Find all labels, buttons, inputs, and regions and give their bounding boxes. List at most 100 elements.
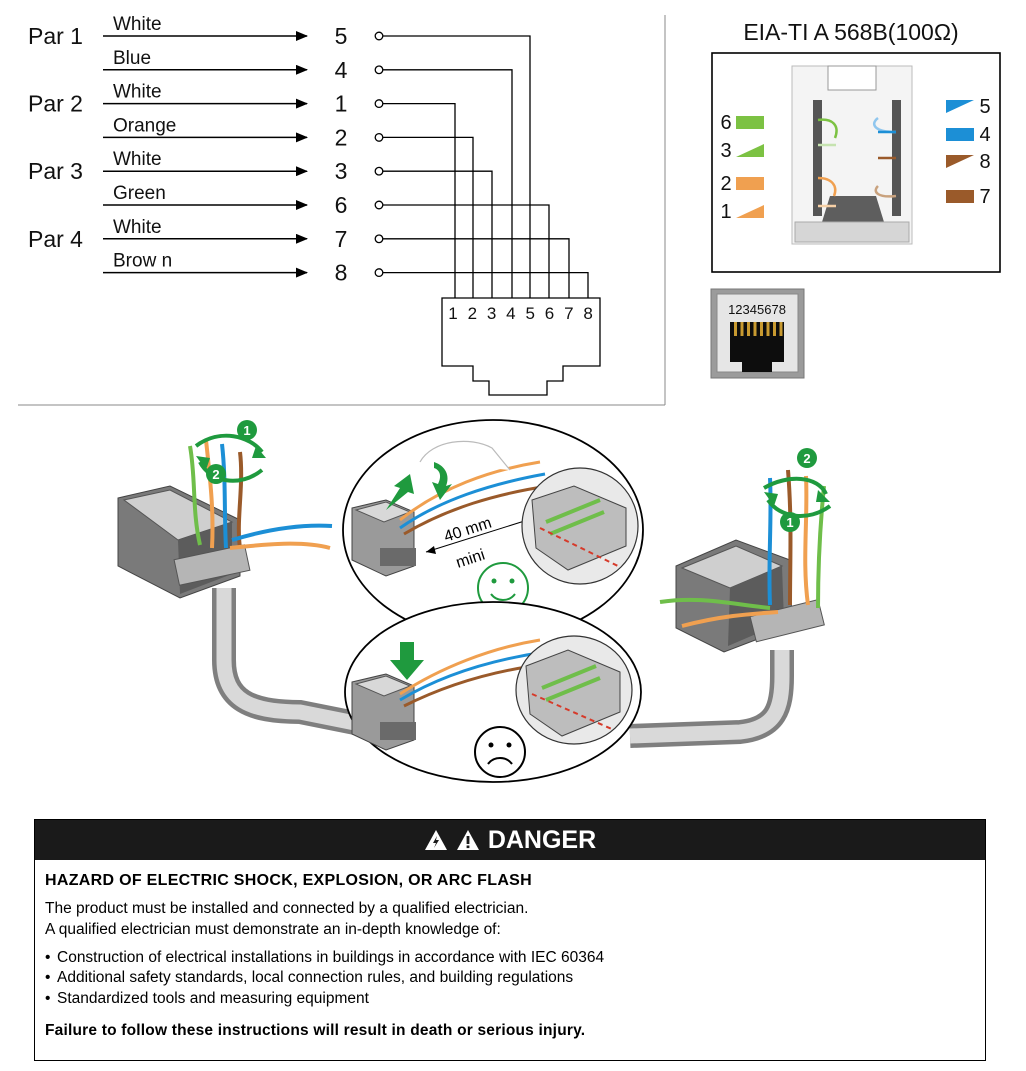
wire-color-label: White <box>113 14 162 35</box>
solid-wire-swatch <box>736 177 764 190</box>
plug-pin-number: 4 <box>506 304 515 323</box>
terminal-circle <box>374 99 384 109</box>
electric-hazard-icon <box>424 830 447 850</box>
plug-pin-number: 3 <box>487 304 496 323</box>
twist-arrows-left <box>194 433 266 483</box>
svg-text:1: 1 <box>786 515 793 530</box>
cable <box>212 588 794 748</box>
frown-face-icon <box>474 726 526 778</box>
jack-contact <box>760 322 763 336</box>
knowledge-list: Construction of electrical installations… <box>45 948 975 1010</box>
wire-route-line <box>383 170 493 298</box>
wire-color-label: Brow n <box>113 251 172 272</box>
svg-text:2: 2 <box>212 467 219 482</box>
svg-text:2: 2 <box>803 451 810 466</box>
striped-wire-swatch <box>946 100 974 113</box>
keystone-module-right <box>659 469 826 653</box>
standard-pin-number: 5 <box>979 96 990 118</box>
standard-title: EIA-TI A 568B(100Ω) <box>743 19 958 45</box>
wire-pin-number: 7 <box>335 226 348 252</box>
list-item: Construction of electrical installations… <box>45 948 975 969</box>
terminal-circle <box>374 268 384 278</box>
plug-pin-number: 5 <box>525 304 534 323</box>
step-badge-2-right: 2 <box>797 448 817 468</box>
jack-contact <box>753 322 757 336</box>
svg-text:1: 1 <box>243 423 250 438</box>
terminal-circle <box>374 65 384 75</box>
terminal-circle <box>374 234 384 244</box>
terminal-circle <box>374 132 384 142</box>
striped-wire-swatch <box>736 205 764 218</box>
twist-arrows-right <box>762 476 832 519</box>
striped-wire-swatch <box>736 144 764 157</box>
striped-wire-swatch <box>946 155 974 168</box>
keystone-module-left <box>117 439 333 599</box>
plug-pin-number: 8 <box>583 304 592 323</box>
jack-contact <box>766 322 770 336</box>
wire-pin-number: 4 <box>335 57 348 83</box>
wire-color-label: White <box>113 82 162 103</box>
pair-label: Par 2 <box>28 91 83 117</box>
jack-contact <box>734 322 737 336</box>
keystone-front-view <box>791 65 913 245</box>
danger-intro-1: The product must be installed and connec… <box>45 900 529 918</box>
wire-pin-number: 6 <box>335 192 348 218</box>
solid-wire-swatch <box>946 190 974 203</box>
plug-pin-number: 2 <box>468 304 477 323</box>
standard-pin-number: 1 <box>720 201 731 223</box>
rj45-jack-icon: 12345678 <box>710 288 805 379</box>
wire-color-label: White <box>113 149 162 170</box>
wire-routes <box>383 35 589 298</box>
terminal-circle <box>374 31 384 41</box>
danger-intro-2: A qualified electrician must demonstrate… <box>45 920 501 938</box>
wire-pin-number: 3 <box>335 158 348 184</box>
jack-contact <box>773 322 776 336</box>
wire-route-line <box>383 69 513 298</box>
plug-pin-number: 6 <box>545 304 554 323</box>
standard-pin-number: 3 <box>720 140 731 162</box>
standard-pin-number: 7 <box>979 186 990 208</box>
list-item: Additional safety standards, local conne… <box>45 968 975 989</box>
list-item: Standardized tools and measuring equipme… <box>45 989 975 1010</box>
wire-color-label: Green <box>113 183 166 204</box>
wire-color-label: Blue <box>113 48 151 69</box>
standard-pin-number: 6 <box>720 112 731 134</box>
wire-color-label: White <box>113 217 162 238</box>
wire-route-line <box>383 136 474 298</box>
jack-contact <box>747 322 750 336</box>
svg-text:12345678: 12345678 <box>728 302 786 317</box>
step-badge-1-right: 1 <box>780 512 800 532</box>
plug-outline <box>441 297 601 396</box>
standard-pin-number: 4 <box>979 124 990 146</box>
warning-icon <box>456 830 479 850</box>
plug-pin-number: 7 <box>564 304 573 323</box>
danger-heading: DANGER <box>487 825 597 854</box>
standard-pin-number: 8 <box>979 151 990 173</box>
wire-route-line <box>383 102 456 298</box>
solid-wire-swatch <box>946 128 974 141</box>
incorrect-method-detail <box>344 601 642 783</box>
jack-contact <box>779 322 783 336</box>
terminal-circle <box>374 166 384 176</box>
wire-color-label: Orange <box>113 115 176 136</box>
solid-wire-swatch <box>736 116 764 129</box>
step-badge-2-left: 2 <box>206 464 226 484</box>
wire-route-line <box>383 271 589 298</box>
step-badge-1-left: 1 <box>237 420 257 440</box>
wire-route-line <box>383 204 550 298</box>
wire-pin-number: 1 <box>335 91 348 117</box>
terminal-circle <box>374 200 384 210</box>
wire-pin-number: 5 <box>335 23 348 49</box>
danger-header: DANGER <box>35 820 985 860</box>
wire-pin-number: 8 <box>335 260 348 286</box>
pair-label: Par 1 <box>28 23 83 49</box>
danger-consequence: Failure to follow these instructions wil… <box>45 1022 586 1040</box>
pair-label: Par 3 <box>28 158 83 184</box>
wire-pin-number: 2 <box>335 124 348 150</box>
jack-contact <box>740 322 744 336</box>
wire-route-line <box>383 35 531 298</box>
danger-notice: DANGER HAZARD OF ELECTRIC SHOCK, EXPLOSI… <box>34 819 986 1061</box>
